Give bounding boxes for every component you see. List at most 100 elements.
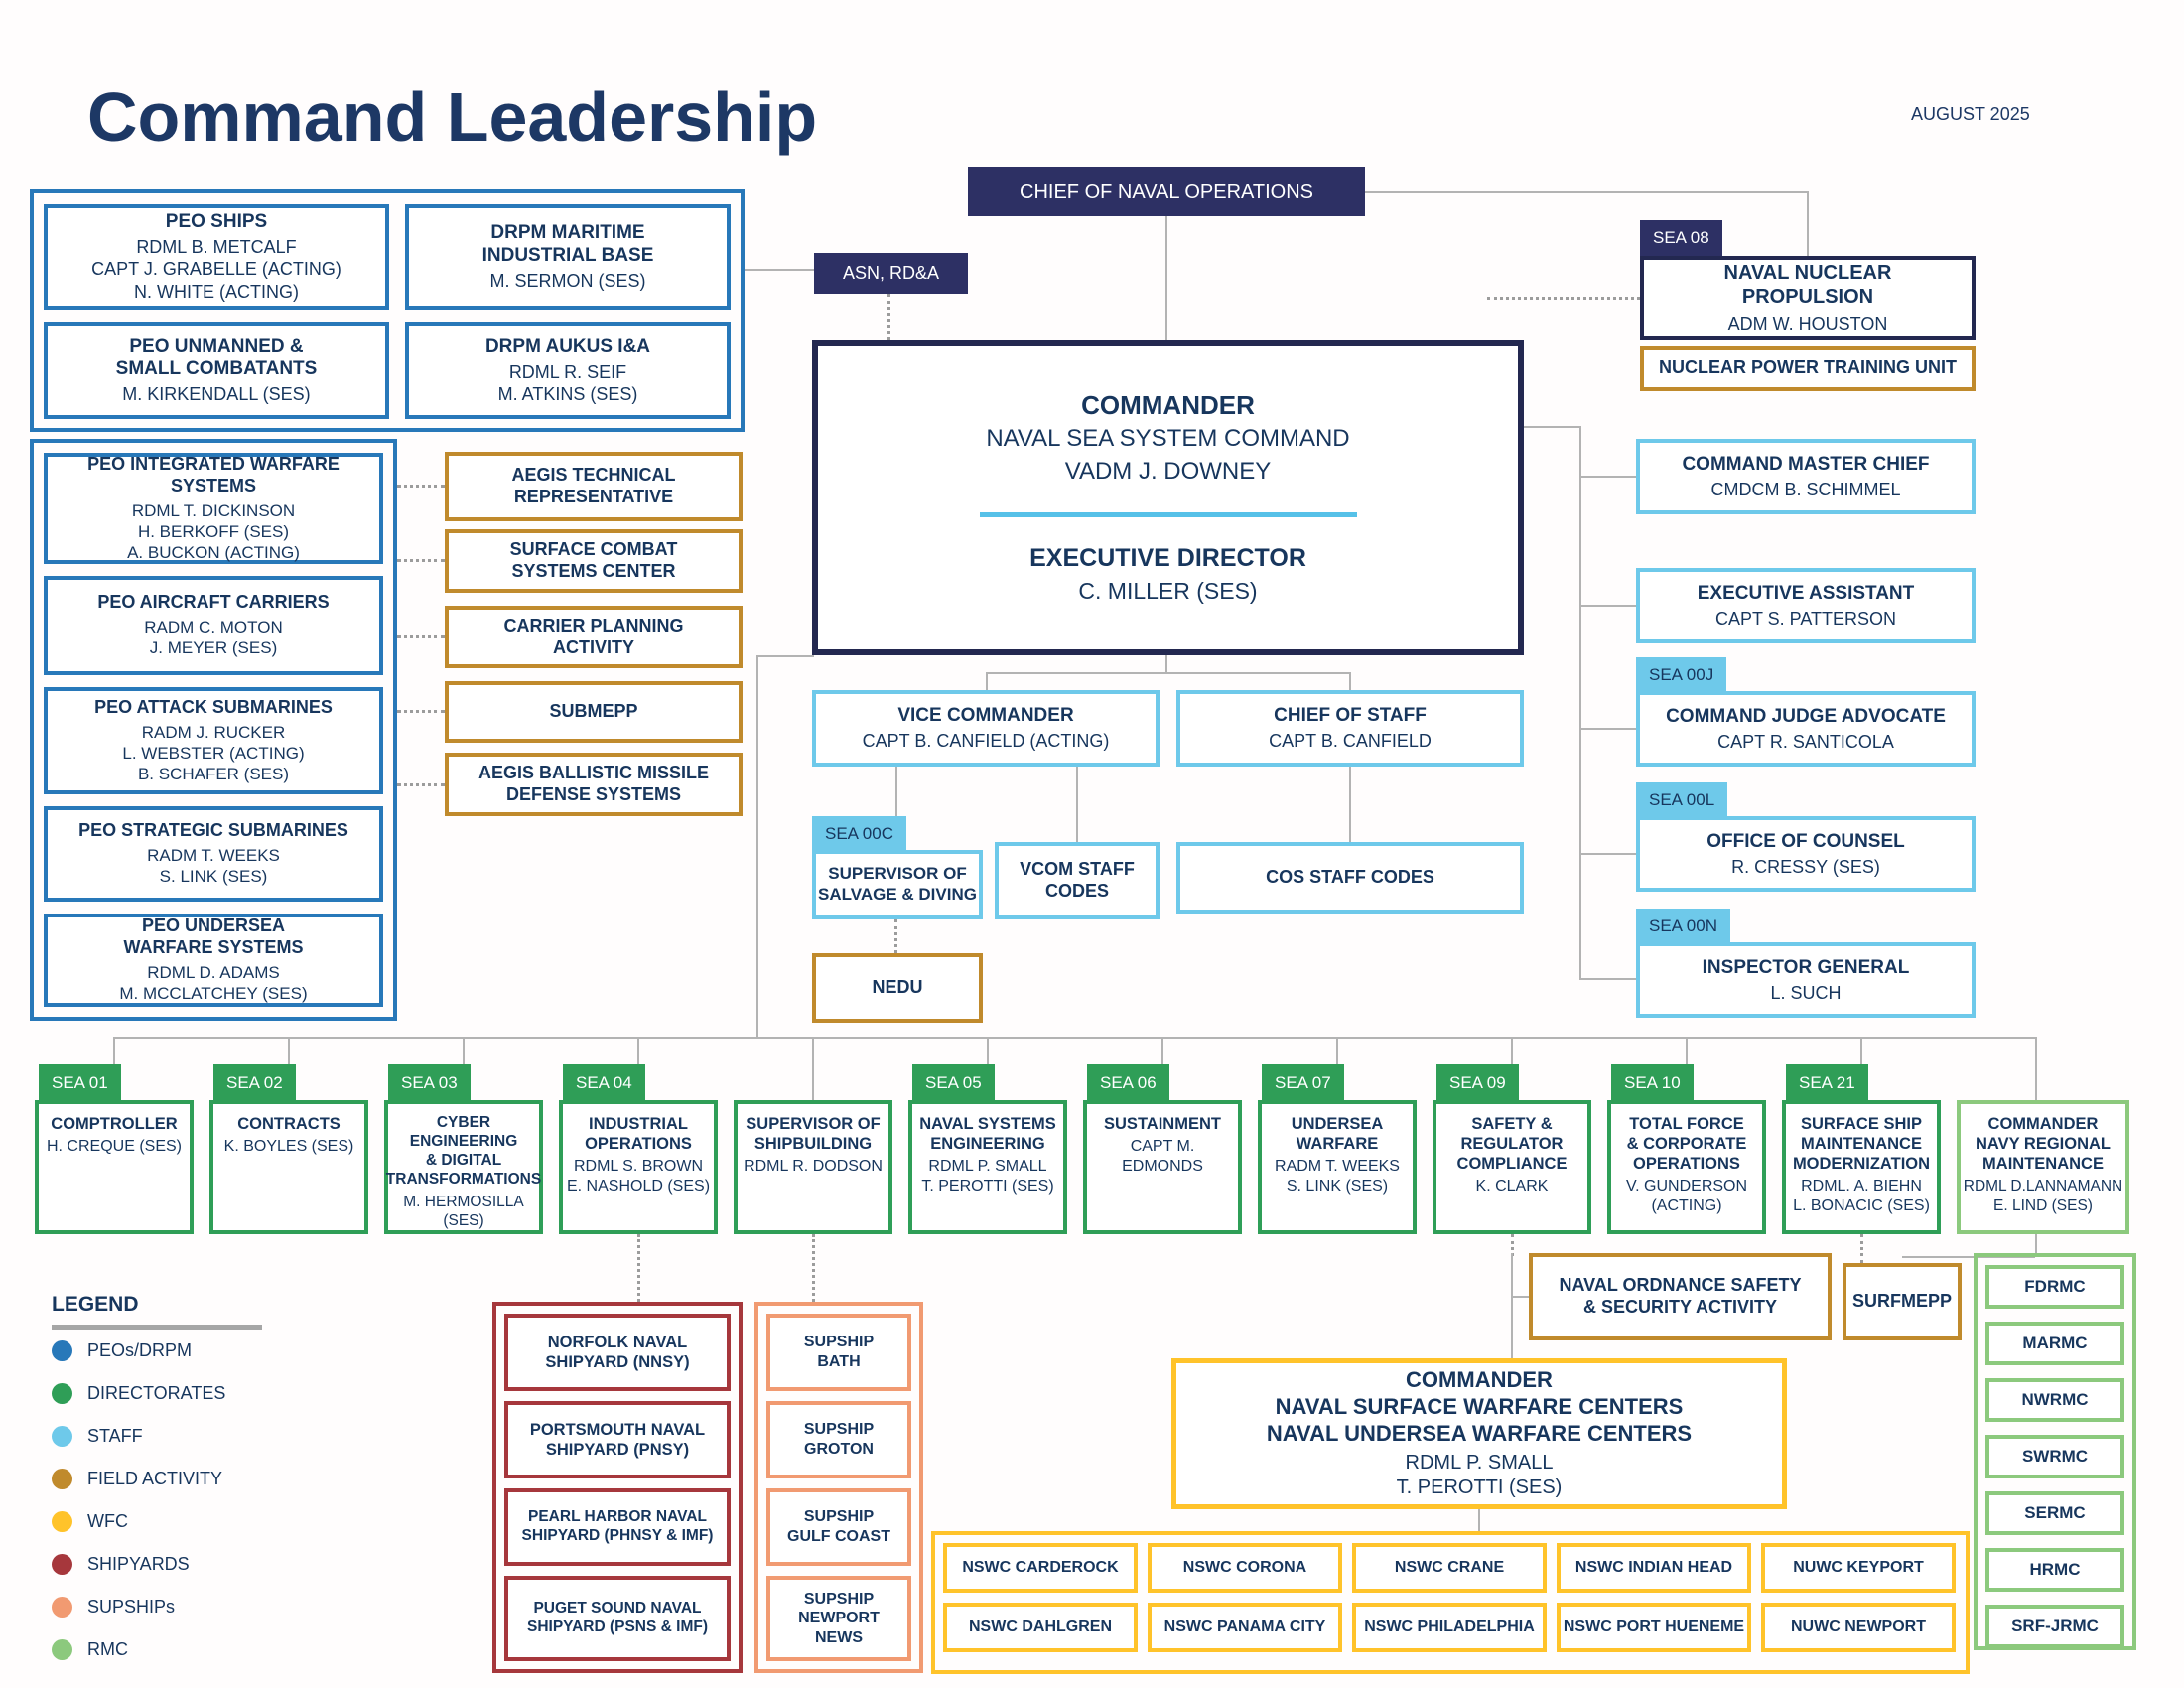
connector	[288, 1037, 290, 1064]
connector	[1365, 191, 1808, 193]
box-supship-groton: SUPSHIP GROTON	[766, 1401, 911, 1478]
box-peo-attack-submarines: PEO ATTACK SUBMARINES RADM J. RUCKER L. …	[44, 687, 383, 794]
box-title: COS STAFF CODES	[1266, 867, 1434, 888]
box-norfolk-naval-shipyard: NORFOLK NAVAL SHIPYARD (NNSY)	[504, 1314, 731, 1391]
box-title: PEO AIRCRAFT CARRIERS	[97, 592, 330, 613]
box-carrier-planning-activity: CARRIER PLANNING ACTIVITY	[445, 606, 743, 668]
box-sermc: SERMC	[1985, 1491, 2124, 1535]
box-supervisor-salvage-diving: SUPERVISOR OF SALVAGE & DIVING	[812, 850, 983, 919]
box-sub: CAPT B. CANFIELD (ACTING)	[862, 731, 1110, 752]
legend-item: PEOs/DRPM	[52, 1330, 349, 1372]
box-title: SERMC	[2024, 1502, 2086, 1522]
box-title: CHIEF OF STAFF	[1274, 705, 1427, 727]
connector	[986, 672, 988, 690]
connector	[987, 1037, 989, 1064]
wfc-container	[931, 1531, 1970, 1674]
legend-label: SUPSHIPs	[87, 1597, 176, 1617]
box-title: PEO STRATEGIC SUBMARINES	[78, 820, 348, 841]
legend-directorates-dot-icon	[52, 1383, 72, 1404]
legend-label: FIELD ACTIVITY	[87, 1469, 223, 1488]
legend-label: STAFF	[87, 1426, 143, 1446]
box-title: NUWC NEWPORT	[1791, 1618, 1926, 1636]
box-aegis-ballistic-missile-defense: AEGIS BALLISTIC MISSILE DEFENSE SYSTEMS	[445, 753, 743, 816]
box-sub: M. KIRKENDALL (SES)	[122, 384, 311, 405]
connector	[397, 783, 445, 786]
box-title: NSWC PHILADELPHIA	[1364, 1618, 1535, 1636]
box-nswc-carderock: NSWC CARDEROCK	[943, 1543, 1138, 1593]
legend-item: FIELD ACTIVITY	[52, 1458, 349, 1500]
box-nedu: NEDU	[812, 953, 983, 1023]
box-safety-regulator-compliance: SAFETY & REGULATOR COMPLIANCE K. CLARK	[1433, 1100, 1591, 1234]
legend-supships-dot-icon	[52, 1597, 72, 1618]
connector	[756, 655, 814, 657]
box-title: SURFMEPP	[1851, 1291, 1952, 1312]
box-nswc-philadelphia: NSWC PHILADELPHIA	[1352, 1603, 1547, 1652]
box-title: SAFETY & REGULATOR COMPLIANCE	[1456, 1115, 1568, 1174]
legend-title: LEGEND	[52, 1293, 139, 1316]
connector	[1579, 853, 1636, 855]
connector	[895, 767, 897, 850]
box-title: NSWC DAHLGREN	[969, 1618, 1112, 1636]
box-sub: CMDCM B. SCHIMMEL	[1710, 479, 1901, 499]
shipyards-container	[492, 1302, 743, 1673]
box-title: SUBMEPP	[549, 701, 638, 722]
box-surfmepp: SURFMEPP	[1843, 1263, 1962, 1340]
box-aegis-technical-representative: AEGIS TECHNICAL REPRESENTATIVE	[445, 452, 743, 521]
box-title: NAVAL UNDERSEA WARFARE CENTERS	[1266, 1420, 1693, 1446]
connector	[2035, 1234, 2037, 1253]
box-title: NUCLEAR POWER TRAINING UNIT	[1659, 357, 1957, 378]
connector	[1524, 426, 1580, 428]
box-sub: CAPT B. CANFIELD	[1269, 731, 1432, 752]
box-nswc-corona: NSWC CORONA	[1148, 1543, 1342, 1593]
tab-sea-00c: SEA 00C	[812, 816, 906, 852]
box-title: FDRMC	[2024, 1276, 2086, 1296]
legend-item: DIRECTORATES	[52, 1372, 349, 1415]
box-peo-ships: PEO SHIPS RDML B. METCALF CAPT J. GRABEL…	[44, 204, 389, 310]
box-command-master-chief: COMMAND MASTER CHIEF CMDCM B. SCHIMMEL	[1636, 439, 1976, 514]
box-nswc-panama-city: NSWC PANAMA CITY	[1148, 1603, 1342, 1652]
connector	[1349, 767, 1351, 842]
box-title: CONTRACTS	[237, 1115, 341, 1133]
box-nuclear-power-training-unit: NUCLEAR POWER TRAINING UNIT	[1640, 346, 1976, 391]
connector	[1336, 1037, 1338, 1064]
box-drpm-aukus: DRPM AUKUS I&A RDML R. SEIF M. ATKINS (S…	[405, 322, 731, 419]
box-sub: RADM T. WEEKS S. LINK (SES)	[147, 846, 280, 887]
legend-label: SHIPYARDS	[87, 1554, 190, 1574]
box-submepp: SUBMEPP	[445, 681, 743, 743]
tab-sea-02: SEA 02	[213, 1064, 296, 1102]
box-title: SUPSHIP GROTON	[803, 1421, 875, 1458]
box-title: PEO INTEGRATED WARFARE SYSTEMS	[87, 453, 340, 495]
box-undersea-warfare: UNDERSEA WARFARE RADM T. WEEKS S. LINK (…	[1258, 1100, 1417, 1234]
box-nwrmc: NWRMC	[1985, 1378, 2124, 1422]
legend-item: SHIPYARDS	[52, 1543, 349, 1586]
box-peo-strategic-submarines: PEO STRATEGIC SUBMARINES RADM T. WEEKS S…	[44, 806, 383, 902]
connector	[113, 1037, 115, 1064]
box-peo-aircraft-carriers: PEO AIRCRAFT CARRIERS RADM C. MOTON J. M…	[44, 576, 383, 675]
box-sub: RDML D.LANNAMANN E. LIND (SES)	[1963, 1178, 2123, 1214]
connector	[463, 1037, 465, 1064]
box-marmc: MARMC	[1985, 1322, 2124, 1365]
box-portsmouth-naval-shipyard: PORTSMOUTH NAVAL SHIPYARD (PNSY)	[504, 1401, 731, 1478]
connector	[1902, 1256, 2035, 1258]
legend-label: WFC	[87, 1511, 128, 1531]
connector	[1807, 191, 1809, 256]
legend-item: STAFF	[52, 1415, 349, 1458]
connector	[986, 672, 1351, 674]
commander-subtitle: NAVAL SEA SYSTEM COMMAND	[986, 425, 1350, 453]
legend: LEGEND PEOs/DRPM DIRECTORATES STAFF FIEL…	[52, 1293, 349, 1671]
box-title: NUWC KEYPORT	[1793, 1559, 1924, 1577]
box-title: NSWC CARDEROCK	[962, 1559, 1119, 1577]
legend-peos-drpm-dot-icon	[52, 1340, 72, 1361]
connector	[397, 559, 445, 562]
box-title: PUGET SOUND NAVAL SHIPYARD (PSNS & IMF)	[526, 1600, 708, 1635]
box-sub: RDML T. DICKINSON H. BERKOFF (SES) A. BU…	[127, 500, 300, 563]
box-title: VICE COMMANDER	[897, 705, 1074, 727]
box-surface-ship-maintenance-modernization: SURFACE SHIP MAINTENANCE MODERNIZATION R…	[1782, 1100, 1941, 1234]
connector	[1579, 426, 1581, 980]
connector	[397, 635, 445, 638]
box-title: OFFICE OF COUNSEL	[1706, 830, 1905, 852]
box-title: NAVAL SURFACE WARFARE CENTERS	[1275, 1394, 1684, 1420]
box-vcom-staff-codes: VCOM STAFF CODES	[995, 842, 1160, 919]
box-sub: V. GUNDERSON (ACTING)	[1625, 1178, 1748, 1215]
commander-title: COMMANDER	[1081, 389, 1255, 420]
